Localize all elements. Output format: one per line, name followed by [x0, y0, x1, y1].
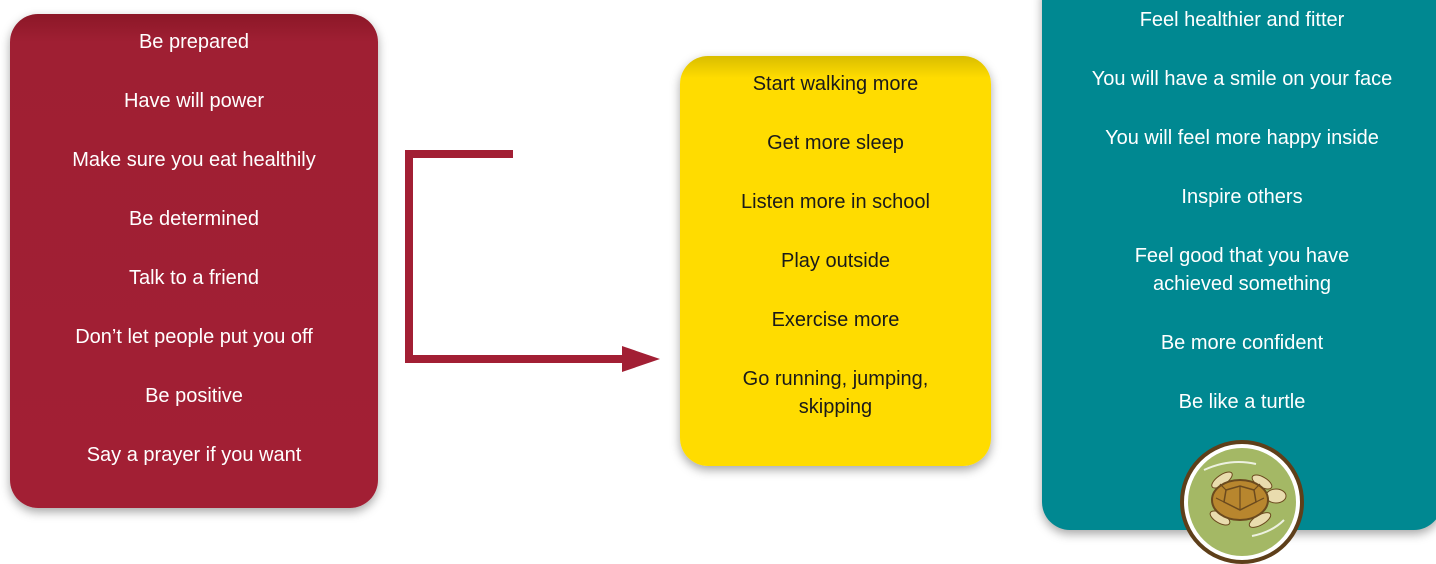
water-swirl [1251, 519, 1285, 537]
left-card-item: Have will power [123, 90, 265, 112]
left-card-list: Be prepared Have will power Make sure yo… [10, 28, 378, 470]
middle-card-list: Start walking more Get more sleep Listen… [680, 70, 991, 421]
right-card-item: Inspire others [1181, 186, 1303, 208]
arrow-head [622, 346, 660, 372]
right-card-item: You will feel more happy inside [1105, 127, 1379, 149]
middle-card-item: Listen more in school [741, 191, 930, 213]
left-card-item: Talk to a friend [128, 267, 260, 289]
left-card-item: Say a prayer if you want [86, 444, 302, 466]
turtle-icon [1180, 440, 1304, 564]
shell-pattern [1215, 483, 1265, 510]
middle-card-item: Go running, jumping, skipping [742, 368, 929, 418]
middle-card-item: Exercise more [771, 309, 900, 331]
right-card-item: You will have a smile on your face [1091, 68, 1393, 90]
middle-card-item: Get more sleep [767, 132, 904, 154]
right-card-item: Be like a turtle [1178, 391, 1306, 413]
arrow-line [405, 150, 628, 363]
turtle-head [1265, 488, 1287, 504]
right-card-item: Be more confident [1160, 332, 1324, 354]
right-card-item: Feel good that you have achieved somethi… [1134, 245, 1350, 295]
middle-card-item: Start walking more [752, 73, 919, 95]
left-card-item: Be positive [145, 385, 243, 407]
right-card-item: Feel healthier and fitter [1139, 9, 1345, 31]
right-card-list: Feel healthier and fitter You will have … [1042, 6, 1436, 416]
left-card-item: Make sure you eat healthily [72, 149, 316, 171]
middle-card: Start walking more Get more sleep Listen… [680, 56, 991, 466]
left-card-item: Be prepared [138, 31, 250, 53]
left-card: Be prepared Have will power Make sure yo… [10, 14, 378, 508]
left-card-item: Don’t let people put you off [75, 326, 313, 348]
left-card-item: Be determined [128, 208, 260, 230]
bracket-arrow-icon [405, 150, 660, 372]
water-swirl [1203, 461, 1257, 471]
middle-card-item: Play outside [781, 250, 890, 272]
